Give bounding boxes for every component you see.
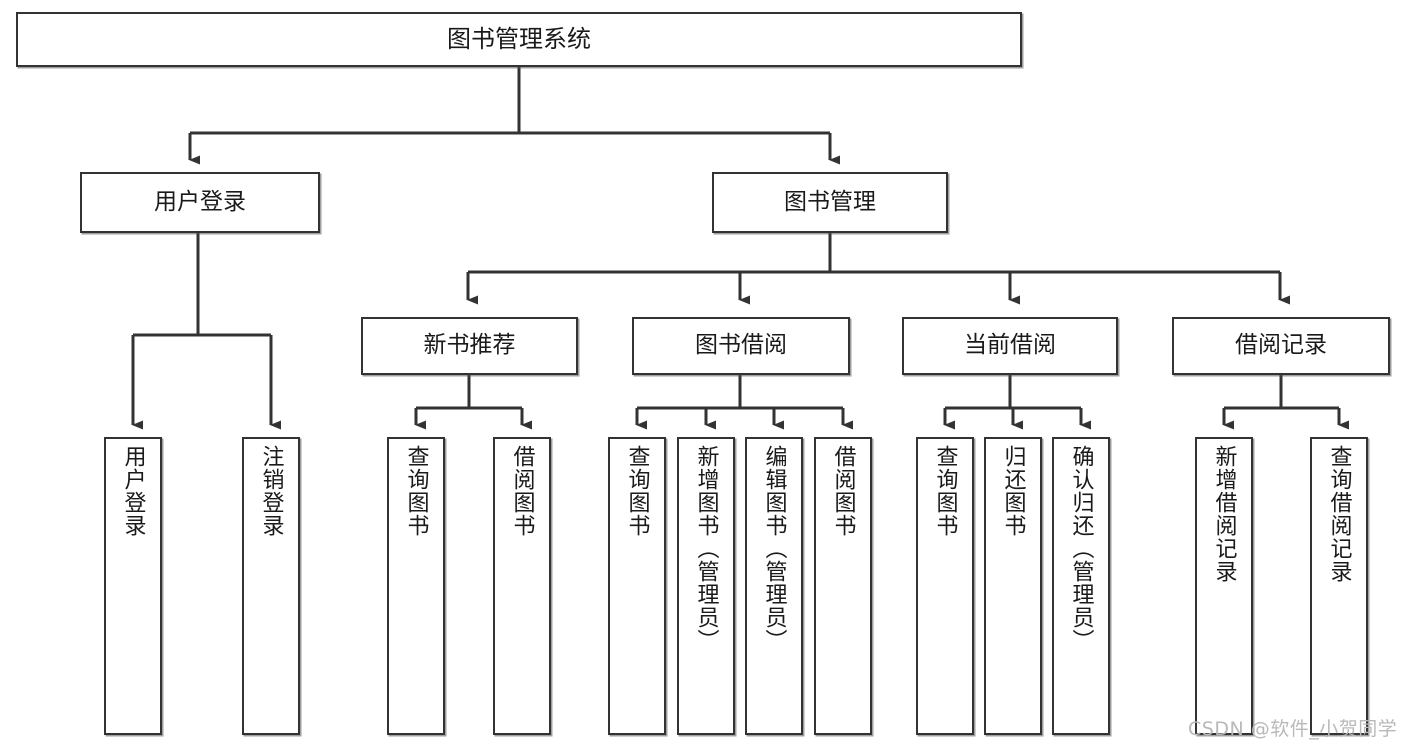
csdn-watermark: CSDN @软件_小贺同学 <box>1188 718 1398 740</box>
node-label: 确认归还（管理员） <box>1068 445 1094 652</box>
leaf-user-login-login[interactable]: 用户登录 <box>104 437 162 735</box>
node-label: 用户登录 <box>120 445 146 537</box>
leaf-current-confirm-return-admin[interactable]: 确认归还（管理员） <box>1052 437 1110 735</box>
leaf-current-return-book[interactable]: 归还图书 <box>984 437 1042 735</box>
node-label: 查询借阅记录 <box>1326 445 1352 583</box>
node-label: 编辑图书（管理员） <box>761 445 787 652</box>
node-label: 注销登录 <box>258 445 284 537</box>
node-label: 图书借阅 <box>695 332 787 359</box>
node-book-management[interactable]: 图书管理 <box>712 172 948 233</box>
leaf-borrow-add-book-admin[interactable]: 新增图书（管理员） <box>677 437 735 735</box>
node-label: 查询图书 <box>403 445 429 537</box>
leaf-record-query-record[interactable]: 查询借阅记录 <box>1310 437 1368 735</box>
node-new-book-recommend[interactable]: 新书推荐 <box>361 317 578 375</box>
node-label: 查询图书 <box>624 445 650 537</box>
leaf-current-query-book[interactable]: 查询图书 <box>916 437 974 735</box>
node-label: 归还图书 <box>1000 445 1026 537</box>
leaf-borrow-edit-book-admin[interactable]: 编辑图书（管理员） <box>745 437 803 735</box>
node-current-borrow[interactable]: 当前借阅 <box>902 317 1118 375</box>
node-label: 借阅记录 <box>1235 332 1327 359</box>
node-root-system[interactable]: 图书管理系统 <box>16 12 1022 67</box>
leaf-new-book-query[interactable]: 查询图书 <box>387 437 445 735</box>
node-label: 借阅图书 <box>509 445 535 537</box>
node-label: 当前借阅 <box>964 332 1056 359</box>
node-label: 新书推荐 <box>423 332 516 359</box>
leaf-borrow-query-book[interactable]: 查询图书 <box>608 437 666 735</box>
node-book-borrow[interactable]: 图书借阅 <box>632 317 850 375</box>
leaf-new-book-borrow[interactable]: 借阅图书 <box>493 437 551 735</box>
leaf-user-login-logout[interactable]: 注销登录 <box>242 437 300 735</box>
node-label: 借阅图书 <box>830 445 856 537</box>
node-label: 用户登录 <box>154 188 246 215</box>
node-label: 新增图书（管理员） <box>693 445 719 652</box>
node-label: 查询图书 <box>932 445 958 537</box>
node-user-login[interactable]: 用户登录 <box>80 172 320 233</box>
node-label: 图书管理系统 <box>447 25 591 54</box>
node-label: 图书管理 <box>784 188 876 215</box>
node-label: 新增借阅记录 <box>1211 445 1237 583</box>
leaf-borrow-borrow-book[interactable]: 借阅图书 <box>814 437 872 735</box>
node-borrow-record[interactable]: 借阅记录 <box>1172 317 1390 375</box>
leaf-record-add-record[interactable]: 新增借阅记录 <box>1195 437 1253 735</box>
